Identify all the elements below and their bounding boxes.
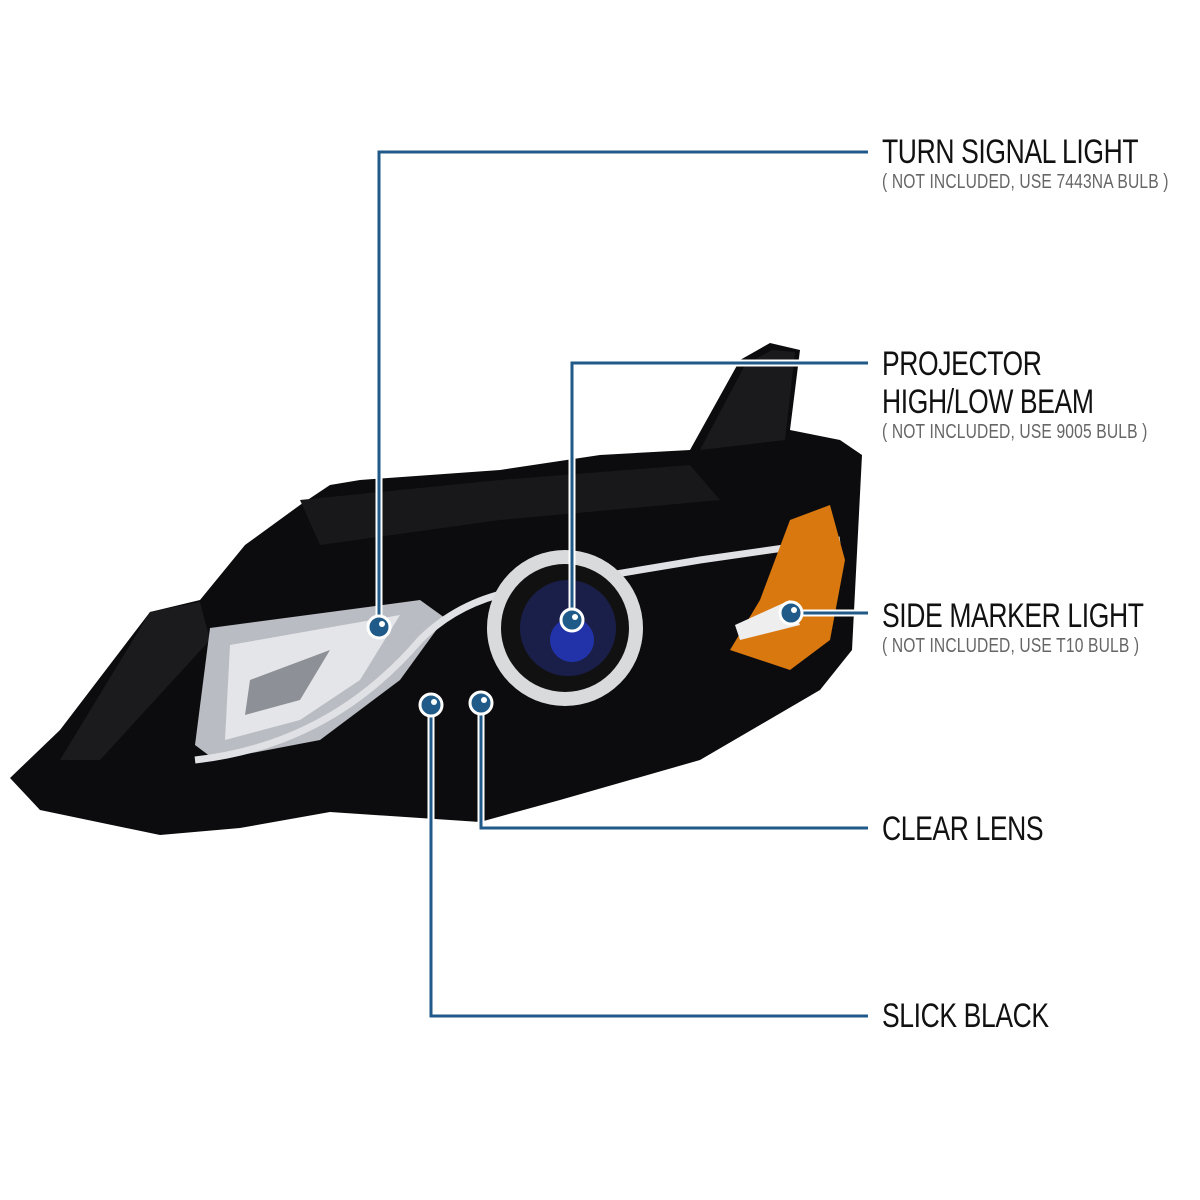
projector-callout: PROJECTOR HIGH/LOW BEAM ( NOT INCLUDED, … xyxy=(882,345,1147,443)
side-marker-title: SIDE MARKER LIGHT xyxy=(882,597,1144,635)
slick-black-title: SLICK BLACK xyxy=(882,997,1049,1035)
callout-lines xyxy=(375,148,868,1020)
projector-dot xyxy=(559,607,585,633)
projector-leader xyxy=(570,361,868,620)
headlight-housing xyxy=(10,343,862,835)
callout-dots xyxy=(366,600,804,718)
light-bar-trim xyxy=(194,536,841,764)
turn-signal-note: ( NOT INCLUDED, USE 7443NA BULB ) xyxy=(882,171,1169,193)
clear-lens-callout: CLEAR LENS xyxy=(882,810,1044,848)
turn-signal-title: TURN SIGNAL LIGHT xyxy=(882,133,1139,171)
projector-title-line2: HIGH/LOW BEAM xyxy=(882,383,1094,421)
clear-lens-leader xyxy=(479,703,868,830)
side-marker-note: ( NOT INCLUDED, USE T10 BULB ) xyxy=(882,635,1140,657)
turn-signal-callout: TURN SIGNAL LIGHT ( NOT INCLUDED, USE 74… xyxy=(882,133,1169,193)
turn-signal-leader xyxy=(377,150,868,627)
clear-lens-title: CLEAR LENS xyxy=(882,810,1044,848)
slick-black-leader xyxy=(429,705,868,1018)
clear-lens-dot xyxy=(468,690,494,716)
side-marker-dot xyxy=(778,600,804,626)
side-marker-callout: SIDE MARKER LIGHT ( NOT INCLUDED, USE T1… xyxy=(882,597,1144,657)
slick-black-dot xyxy=(418,692,444,718)
clear-lens-turn-signal xyxy=(195,600,445,760)
projector-note: ( NOT INCLUDED, USE 9005 BULB ) xyxy=(882,421,1148,443)
slick-black-callout: SLICK BLACK xyxy=(882,997,1049,1035)
turn-signal-dot xyxy=(366,614,392,640)
projector-title-line1: PROJECTOR xyxy=(882,345,1042,383)
